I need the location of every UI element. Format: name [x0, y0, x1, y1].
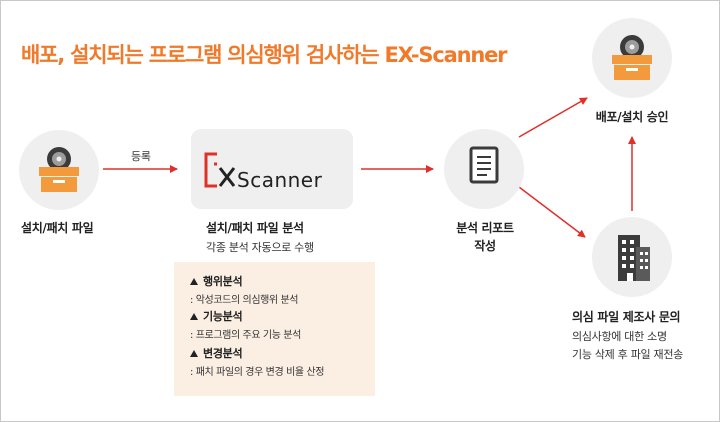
node-report-circle — [444, 129, 524, 209]
node-inquiry-sub-1: 의심사항에 대한 소명 — [572, 330, 667, 343]
triangle-bullet-icon — [190, 350, 198, 357]
node-deploy-label: 배포/설치 승인 — [595, 110, 669, 124]
node-report-label-2: 작성 — [474, 239, 496, 253]
scanner-logo-icon — [204, 152, 236, 188]
node-inquiry-circle — [592, 217, 672, 297]
analysis-heading-3: 변경분석 — [190, 345, 243, 361]
edge-label-register: 등록 — [131, 150, 151, 163]
node-inquiry-label: 의심 파일 제조사 문의 — [572, 310, 681, 324]
arrow-report-to-deploy — [518, 97, 588, 138]
node-install-circle — [19, 130, 99, 210]
scanner-logo-text: Scanner — [237, 168, 323, 192]
box-with-disc-icon — [39, 147, 79, 192]
arrow-report-to-inquiry — [518, 186, 586, 238]
analysis-panel: 행위분석 : 악성코드의 의심행위 분석 기능분석 : 프로그램의 주요 기능 … — [174, 262, 375, 396]
triangle-bullet-icon — [190, 278, 198, 285]
building-icon — [618, 235, 650, 281]
analysis-heading-2: 기능분석 — [190, 308, 243, 324]
node-scanner-label: 설치/패치 파일 분석 — [206, 221, 304, 235]
analysis-heading-1: 행위분석 — [190, 273, 243, 289]
diagram-title: 배포, 설치되는 프로그램 의심행위 검사하는 EX-Scanner — [21, 43, 507, 67]
triangle-bullet-icon — [190, 313, 198, 320]
box-with-disc-icon — [612, 35, 652, 80]
node-scanner-box: Scanner — [191, 129, 353, 209]
analysis-detail-1: : 악성코드의 의심행위 분석 — [190, 295, 299, 306]
analysis-detail-2: : 프로그램의 주요 기능 분석 — [190, 330, 301, 341]
node-report-label-1: 분석 리포트 — [456, 221, 514, 235]
document-icon — [469, 146, 499, 184]
node-install-label: 설치/패치 파일 — [21, 221, 94, 235]
node-inquiry-sub-2: 기능 삭제 후 파일 재전송 — [572, 348, 683, 361]
node-scanner-sub: 각종 분석 자동으로 수행 — [206, 241, 314, 254]
node-deploy-circle — [592, 18, 672, 98]
analysis-detail-3: : 패치 파일의 경우 변경 비율 산정 — [190, 367, 325, 378]
